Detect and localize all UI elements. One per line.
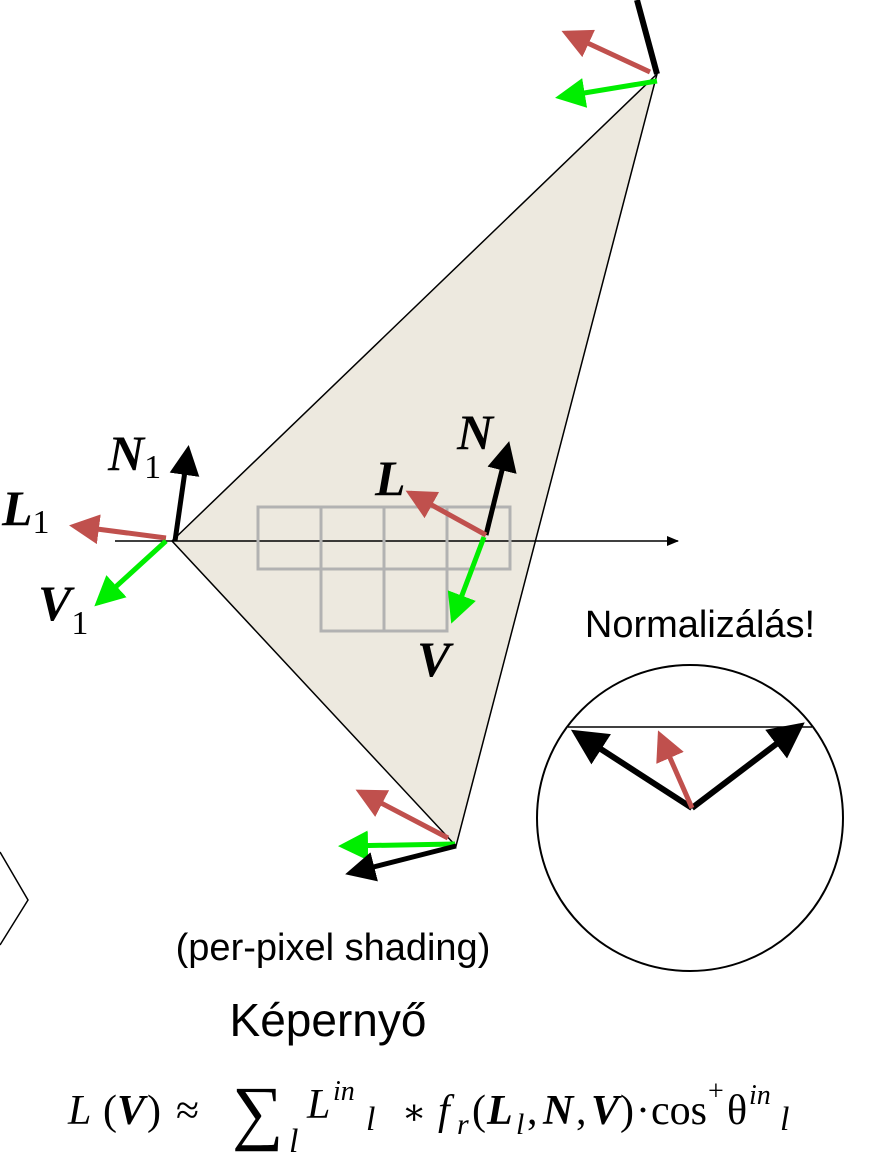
svg-text:N: N (542, 1088, 575, 1134)
svg-text:+: + (708, 1076, 724, 1107)
svg-text:in: in (333, 1076, 355, 1107)
bottom-light-arrow (355, 789, 450, 841)
shading-note: (per-pixel shading) (176, 927, 491, 969)
svg-text:r: r (457, 1108, 469, 1141)
bottom-view-arrow (338, 830, 456, 861)
normalization-left-arrow (570, 729, 694, 811)
top-normal-vector (634, 0, 660, 75)
pixel-light-label: L (374, 450, 406, 506)
screen-label: Képernyő (230, 994, 427, 1046)
normalization-right-arrow (690, 722, 805, 811)
svg-text:l: l (366, 1101, 375, 1138)
pixel-view-label: V (417, 631, 454, 687)
vertex1-view-arrow (94, 539, 168, 607)
pixel-light-arrow (405, 490, 488, 538)
pixel-normal-label: N (456, 404, 495, 460)
triangle-face (170, 71, 659, 848)
pixel-view-arrow (447, 536, 487, 624)
svg-text:∗: ∗ (402, 1092, 426, 1132)
svg-text:): ) (620, 1088, 634, 1134)
svg-text:L: L (486, 1088, 513, 1134)
vertex1-normal-label: N1 (107, 425, 161, 486)
svg-text:l: l (516, 1108, 524, 1141)
svg-text:,: , (527, 1088, 538, 1134)
svg-text:l: l (780, 1101, 789, 1138)
sum-symbol: ∑ (232, 1072, 283, 1152)
bottom-normal-arrow (345, 843, 457, 882)
svg-text:θ: θ (727, 1088, 747, 1134)
svg-text:·: · (636, 1088, 650, 1134)
svg-text:in: in (749, 1080, 771, 1111)
svg-text:f: f (438, 1088, 455, 1134)
top-light-arrow (561, 29, 652, 75)
svg-text:V: V (591, 1088, 622, 1134)
vertex1-view-label: V1 (38, 575, 88, 642)
vertex1-normal-subscript: 1 (144, 449, 161, 486)
svg-text:): ) (147, 1088, 161, 1134)
svg-text:l: l (289, 1123, 298, 1160)
top-view-arrow (555, 78, 658, 108)
svg-text:(: ( (103, 1088, 117, 1134)
svg-text:L: L (306, 1082, 330, 1128)
vertex1-view-subscript: 1 (71, 605, 88, 642)
svg-text:(: ( (472, 1088, 486, 1134)
vertex1-light-label: L1 (1, 480, 50, 541)
vertex1-light-arrow (69, 514, 167, 545)
pixel-normal-arrow (483, 441, 517, 536)
svg-text:cos: cos (651, 1088, 707, 1134)
normalization-label: Normalizálás! (585, 604, 815, 646)
svg-text:≈: ≈ (176, 1088, 199, 1134)
vertex1-light-subscript: 1 (33, 504, 50, 541)
svg-text:V: V (117, 1088, 148, 1134)
svg-text:L: L (67, 1088, 91, 1134)
neighbor-edge-fragment (0, 851, 29, 946)
svg-text:,: , (576, 1088, 587, 1134)
rendering-formula: L ( V ) ≈ ∑ l L in l ∗ f r ( L l , N , V… (67, 1072, 789, 1160)
vertex1-normal-arrow (169, 445, 200, 542)
normalization-circle (536, 664, 844, 972)
normalization-light-arrow (656, 730, 695, 810)
